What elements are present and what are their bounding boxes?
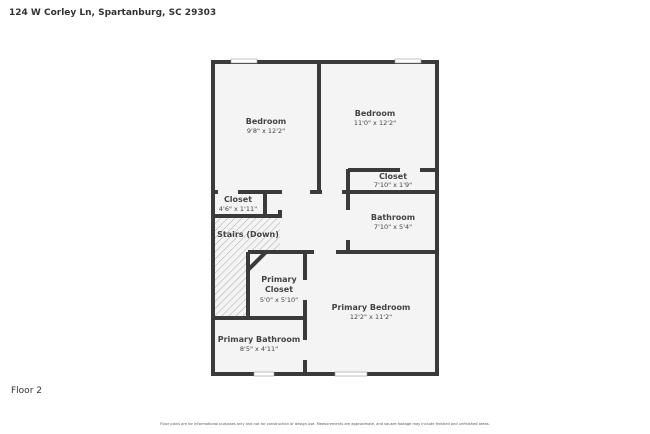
room-closet-right: Closet 7'10" x 1'9" [374,172,412,189]
svg-text:7'10" x 5'4": 7'10" x 5'4" [374,223,412,231]
svg-text:8'5" x 4'11": 8'5" x 4'11" [240,345,278,353]
svg-text:7'10" x 1'9": 7'10" x 1'9" [374,181,412,189]
svg-text:Closet: Closet [224,195,252,204]
room-primary-bathroom: Primary Bathroom 8'5" x 4'11" [218,335,301,353]
address-title: 124 W Corley Ln, Spartanburg, SC 29303 [9,8,217,18]
svg-text:11'0" x 12'2": 11'0" x 12'2" [354,119,396,127]
svg-text:Bedroom: Bedroom [355,109,396,118]
room-primary-closet: Primary Closet 5'0" x 5'10" [260,275,298,304]
svg-text:Stairs (Down): Stairs (Down) [217,230,279,239]
room-closet-left: Closet 4'6" x 1'11" [219,195,257,213]
svg-text:Primary: Primary [261,275,297,284]
svg-text:5'0" x 5'10": 5'0" x 5'10" [260,296,298,304]
svg-text:12'2" x 11'2": 12'2" x 11'2" [350,313,392,321]
svg-text:4'6" x 1'11": 4'6" x 1'11" [219,205,257,213]
svg-text:Primary Bedroom: Primary Bedroom [332,303,411,312]
room-bathroom: Bathroom 7'10" x 5'4" [371,213,415,231]
svg-text:Closet: Closet [265,285,293,294]
room-bedroom-1: Bedroom 9'8" x 12'2" [246,117,287,135]
room-bedroom-2: Bedroom 11'0" x 12'2" [354,109,396,127]
floor-label: Floor 2 [11,386,42,396]
svg-text:Closet: Closet [379,172,407,181]
svg-text:Bathroom: Bathroom [371,213,415,222]
room-primary-bedroom: Primary Bedroom 12'2" x 11'2" [332,303,411,321]
walls [211,60,439,376]
room-stairs: Stairs (Down) [217,230,279,239]
svg-text:Primary Bathroom: Primary Bathroom [218,335,301,344]
svg-text:Bedroom: Bedroom [246,117,287,126]
disclaimer: Floor plans are for informational purpos… [160,422,490,426]
svg-text:9'8" x 12'2": 9'8" x 12'2" [247,127,285,135]
windows [230,58,422,377]
